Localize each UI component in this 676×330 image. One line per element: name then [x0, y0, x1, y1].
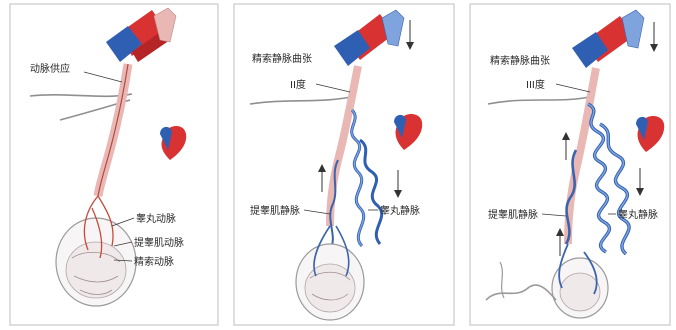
label-cremasteric-artery: 提睾肌动脉 — [134, 236, 184, 249]
label-grade: II度 — [290, 78, 306, 91]
label-cremasteric-vein: 提睾肌静脉 — [250, 204, 300, 217]
label-deferential-artery: 精索动脉 — [134, 255, 174, 268]
label-varicocele: 精索静脉曲张 — [252, 52, 312, 65]
label-cremasteric-vein: 提睾肌静脉 — [488, 208, 538, 221]
panel-normal: 动脉供应 睾丸动脉 提睾肌动脉 精索动脉 — [10, 4, 218, 325]
label-testicular-artery: 睾丸动脉 — [136, 212, 176, 225]
label-testicular-vein: 睾丸静脉 — [380, 204, 420, 217]
label-arterial-supply: 动脉供应 — [30, 62, 70, 75]
label-varicocele: 精索静脉曲张 — [490, 54, 550, 67]
label-testicular-vein: 睾丸静脉 — [618, 208, 658, 221]
panel-grade-2: 精索静脉曲张 II度 提睾肌静脉 睾丸静脉 — [234, 4, 454, 325]
label-grade: III度 — [526, 78, 545, 91]
panel-grade-3: 精索静脉曲张 III度 提睾肌静脉 睾丸静脉 — [470, 4, 670, 325]
